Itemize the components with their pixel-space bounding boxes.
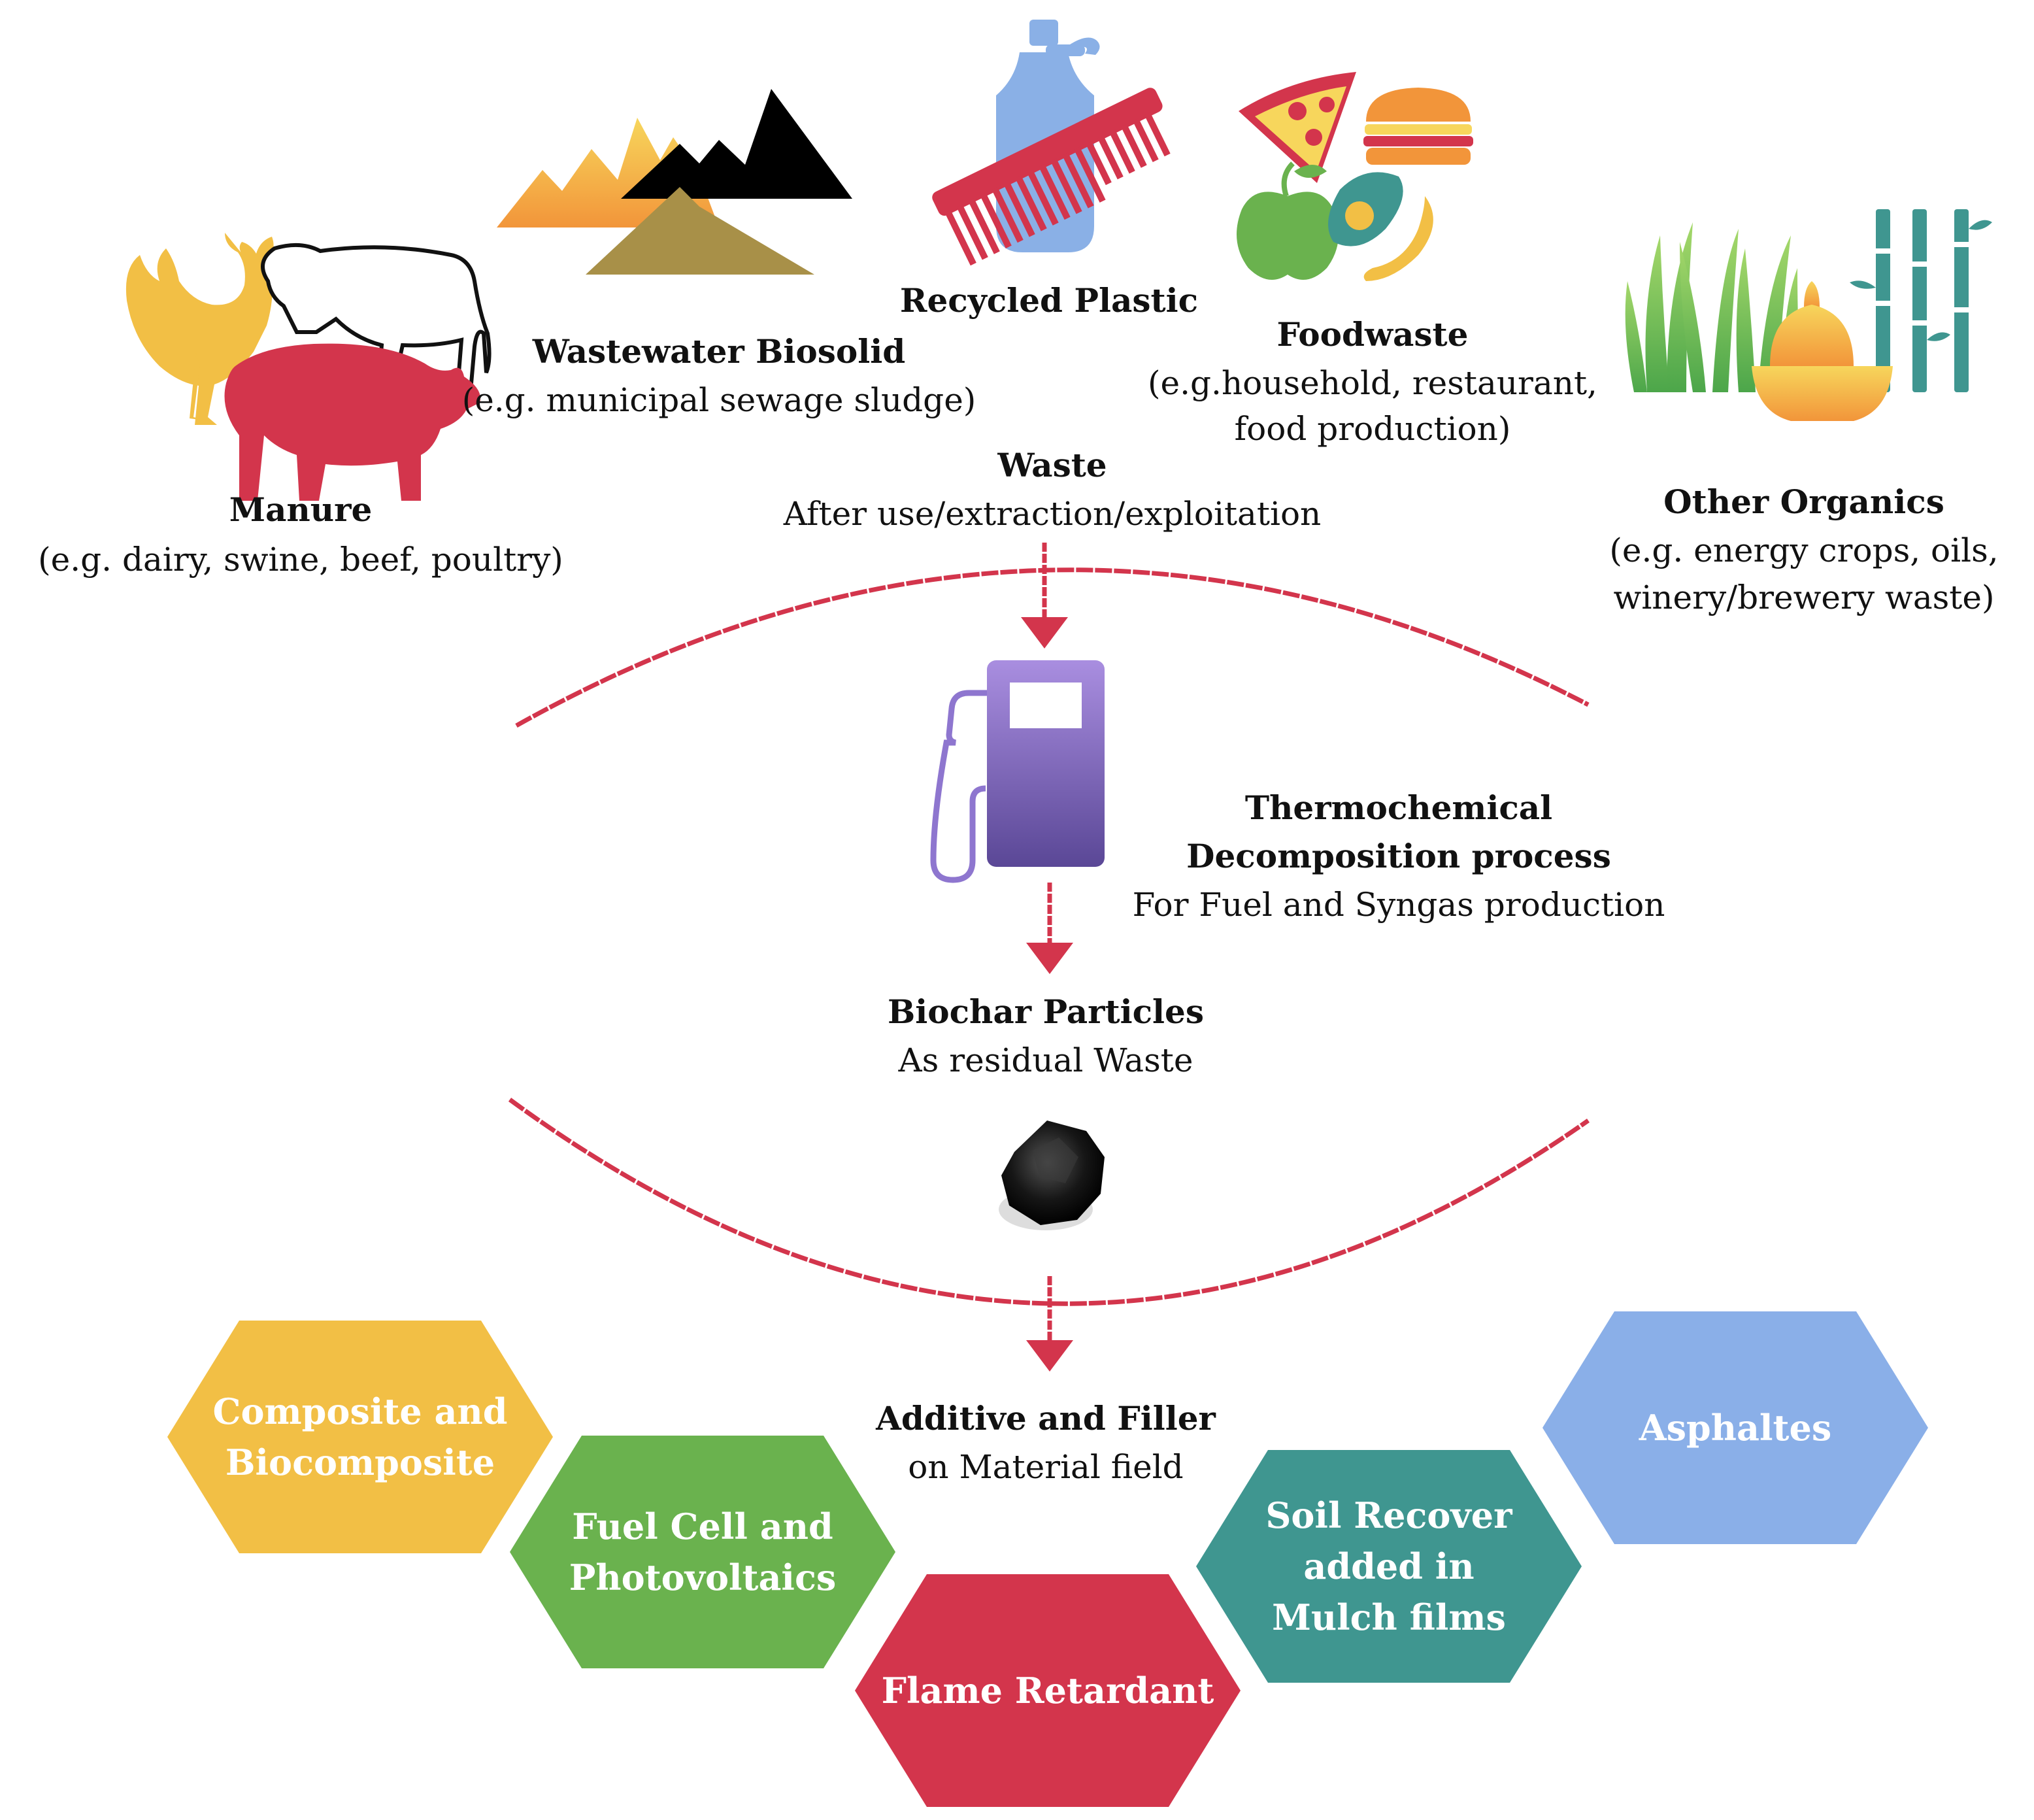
hex-label: Asphaltes [1639,1406,1832,1449]
source-subtitle: (e.g.household, restaurant, [1148,364,1597,402]
hex-asphaltes: Asphaltes [1542,1311,1928,1544]
hex-label: Flame Retardant [881,1669,1214,1711]
process-title: Thermochemical [1244,788,1553,827]
comb-icon [932,88,1171,266]
hex-shape [167,1321,553,1553]
additive-title: Additive and Filler [876,1399,1216,1438]
source-title: Foodwaste [1276,315,1469,354]
process-subtitle: For Fuel and Syngas production [1132,886,1665,924]
source-foodwaste: Foodwaste (e.g.household, restaurant, fo… [1111,315,1634,448]
source-wastewater: Wastewater Biosolid (e.g. municipal sewa… [451,332,987,420]
additive-label: Additive and Filler on Material field [784,1399,1307,1487]
hex-flame-retardant: Flame Retardant [855,1574,1241,1807]
source-subtitle: (e.g. municipal sewage sludge) [461,381,976,419]
banana-icon [1363,196,1433,281]
source-title: Other Organics [1663,482,1944,521]
bowl-icon [1752,281,1893,421]
apple-icon [1237,161,1339,280]
hex-shape [510,1436,895,1668]
avocado-icon [1328,172,1403,246]
pig-icon [224,343,480,501]
rooster-icon [125,233,289,425]
arrow-process-to-biochar [1026,883,1073,974]
biochar-title: Biochar Particles [887,992,1205,1031]
pizza-icon [1239,72,1356,183]
upper-arc [515,567,1590,728]
burger-icon [1363,88,1473,165]
hex-label: Composite and Biocomposite [212,1390,508,1483]
bamboo-icon [1850,209,1992,392]
waste-title: Waste [997,446,1107,484]
process-title: Decomposition process [1186,837,1611,875]
hex-label: Soil Recover added in Mulch films [1265,1494,1512,1639]
biochar-icon [999,1121,1105,1230]
arrow-waste-to-process [1021,543,1068,649]
hex-label: Fuel Cell and Photovoltaics [569,1505,837,1598]
fuel-pump-icon [930,660,1105,883]
cow-icon [261,243,492,407]
hex-soil-recover: Soil Recover added in Mulch films [1196,1450,1582,1683]
hex-shape [1196,1450,1582,1683]
source-subtitle: (e.g. energy crops, oils, [1609,531,1999,569]
source-plastic: Recycled Plastic [876,281,1222,320]
hex-composite: Composite and Biocomposite [167,1321,553,1553]
source-subtitle: food production) [1234,410,1511,448]
hex-shape [1542,1311,1928,1544]
source-title: Recycled Plastic [899,281,1199,320]
lower-arc [508,1098,1590,1306]
waste-label: Waste After use/extraction/exploitation [725,446,1379,533]
source-subtitle: (e.g. dairy, swine, beef, poultry) [38,541,563,579]
process-label: Thermochemical Decomposition process For… [1085,788,1712,924]
mountains-icon [497,89,852,275]
arrow-biochar-to-additive [1026,1276,1073,1372]
waste-subtitle: After use/extraction/exploitation [783,495,1322,533]
biochar-subtitle: As residual Waste [898,1041,1193,1079]
source-title: Manure [229,490,373,529]
source-manure: Manure (e.g. dairy, swine, beef, poultry… [20,490,582,579]
hex-fuel-cell: Fuel Cell and Photovoltaics [510,1436,895,1668]
source-title: Wastewater Biosolid [532,332,906,371]
source-subtitle: winery/brewery waste) [1613,579,1995,616]
additive-subtitle: on Material field [908,1448,1184,1486]
biochar-label: Biochar Particles As residual Waste [784,992,1307,1080]
hex-shape [855,1574,1241,1807]
source-other-organics: Other Organics (e.g. energy crops, oils,… [1582,482,2026,617]
